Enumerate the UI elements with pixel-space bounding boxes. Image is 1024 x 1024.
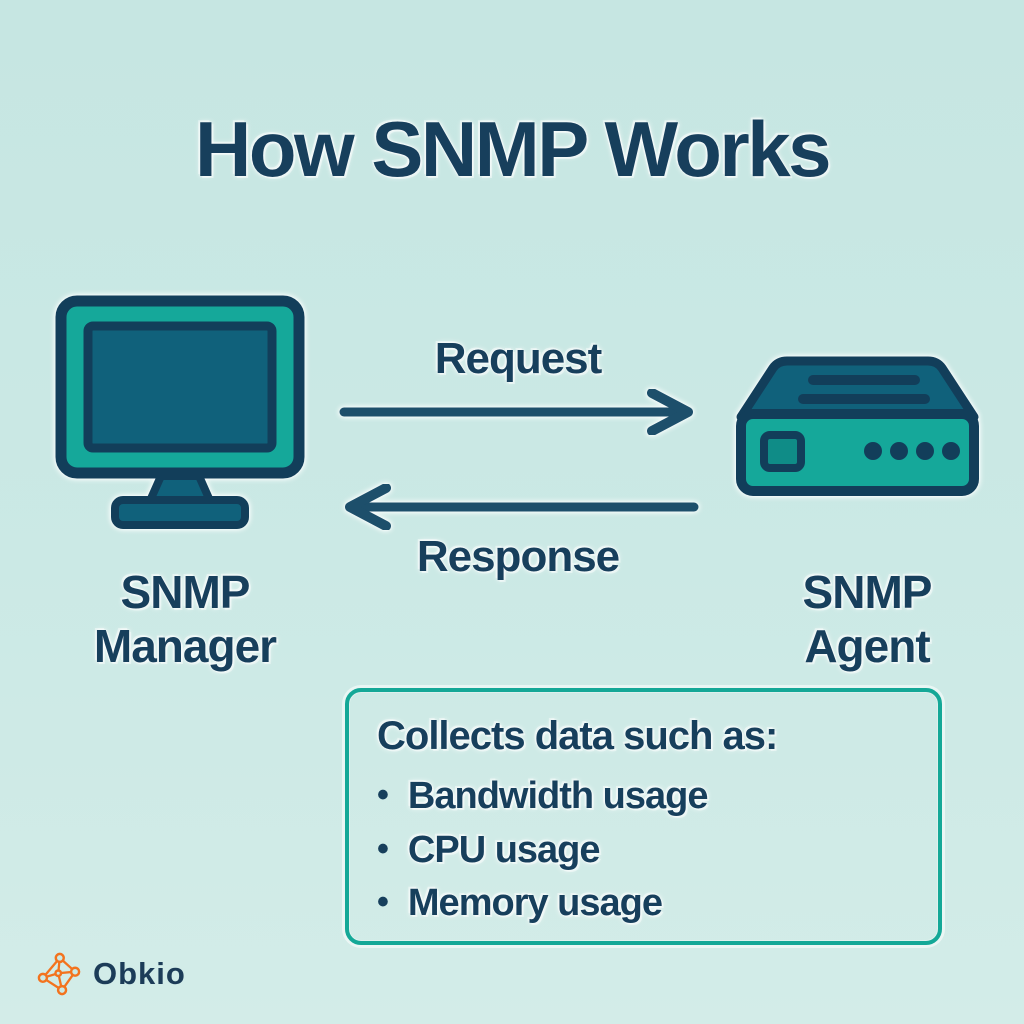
list-item-label: Bandwidth usage	[407, 775, 709, 817]
request-arrow-right-icon	[339, 389, 693, 435]
obkio-network-logo-icon	[37, 952, 81, 996]
collects-list: • Bandwidth usage • CPU usage • Memory u…	[377, 775, 910, 926]
collects-data-box: Collects data such as: • Bandwidth usage…	[345, 688, 942, 945]
manager-label: SNMP Manager	[93, 566, 277, 672]
page-title: How SNMP Works	[195, 105, 831, 193]
bullet-icon: •	[377, 829, 389, 868]
agent-label: SNMP Agent	[802, 566, 933, 672]
brand-footer: Obkio	[36, 951, 186, 997]
list-item-label: CPU usage	[407, 828, 601, 871]
request-label: Request	[434, 334, 603, 383]
brand-name: Obkio	[93, 956, 186, 991]
bullet-icon: •	[377, 883, 389, 922]
network-device-icon	[736, 356, 979, 496]
response-label: Response	[416, 532, 620, 581]
collects-box-heading: Collects data such as:	[377, 714, 778, 758]
list-item: • Memory usage	[377, 882, 910, 926]
list-item: • CPU usage	[377, 829, 910, 873]
list-item-label: Memory usage	[407, 882, 663, 925]
response-arrow-left-icon	[345, 484, 699, 530]
bullet-icon: •	[377, 776, 389, 814]
list-item: • Bandwidth usage	[377, 775, 910, 819]
monitor-icon	[55, 295, 305, 529]
